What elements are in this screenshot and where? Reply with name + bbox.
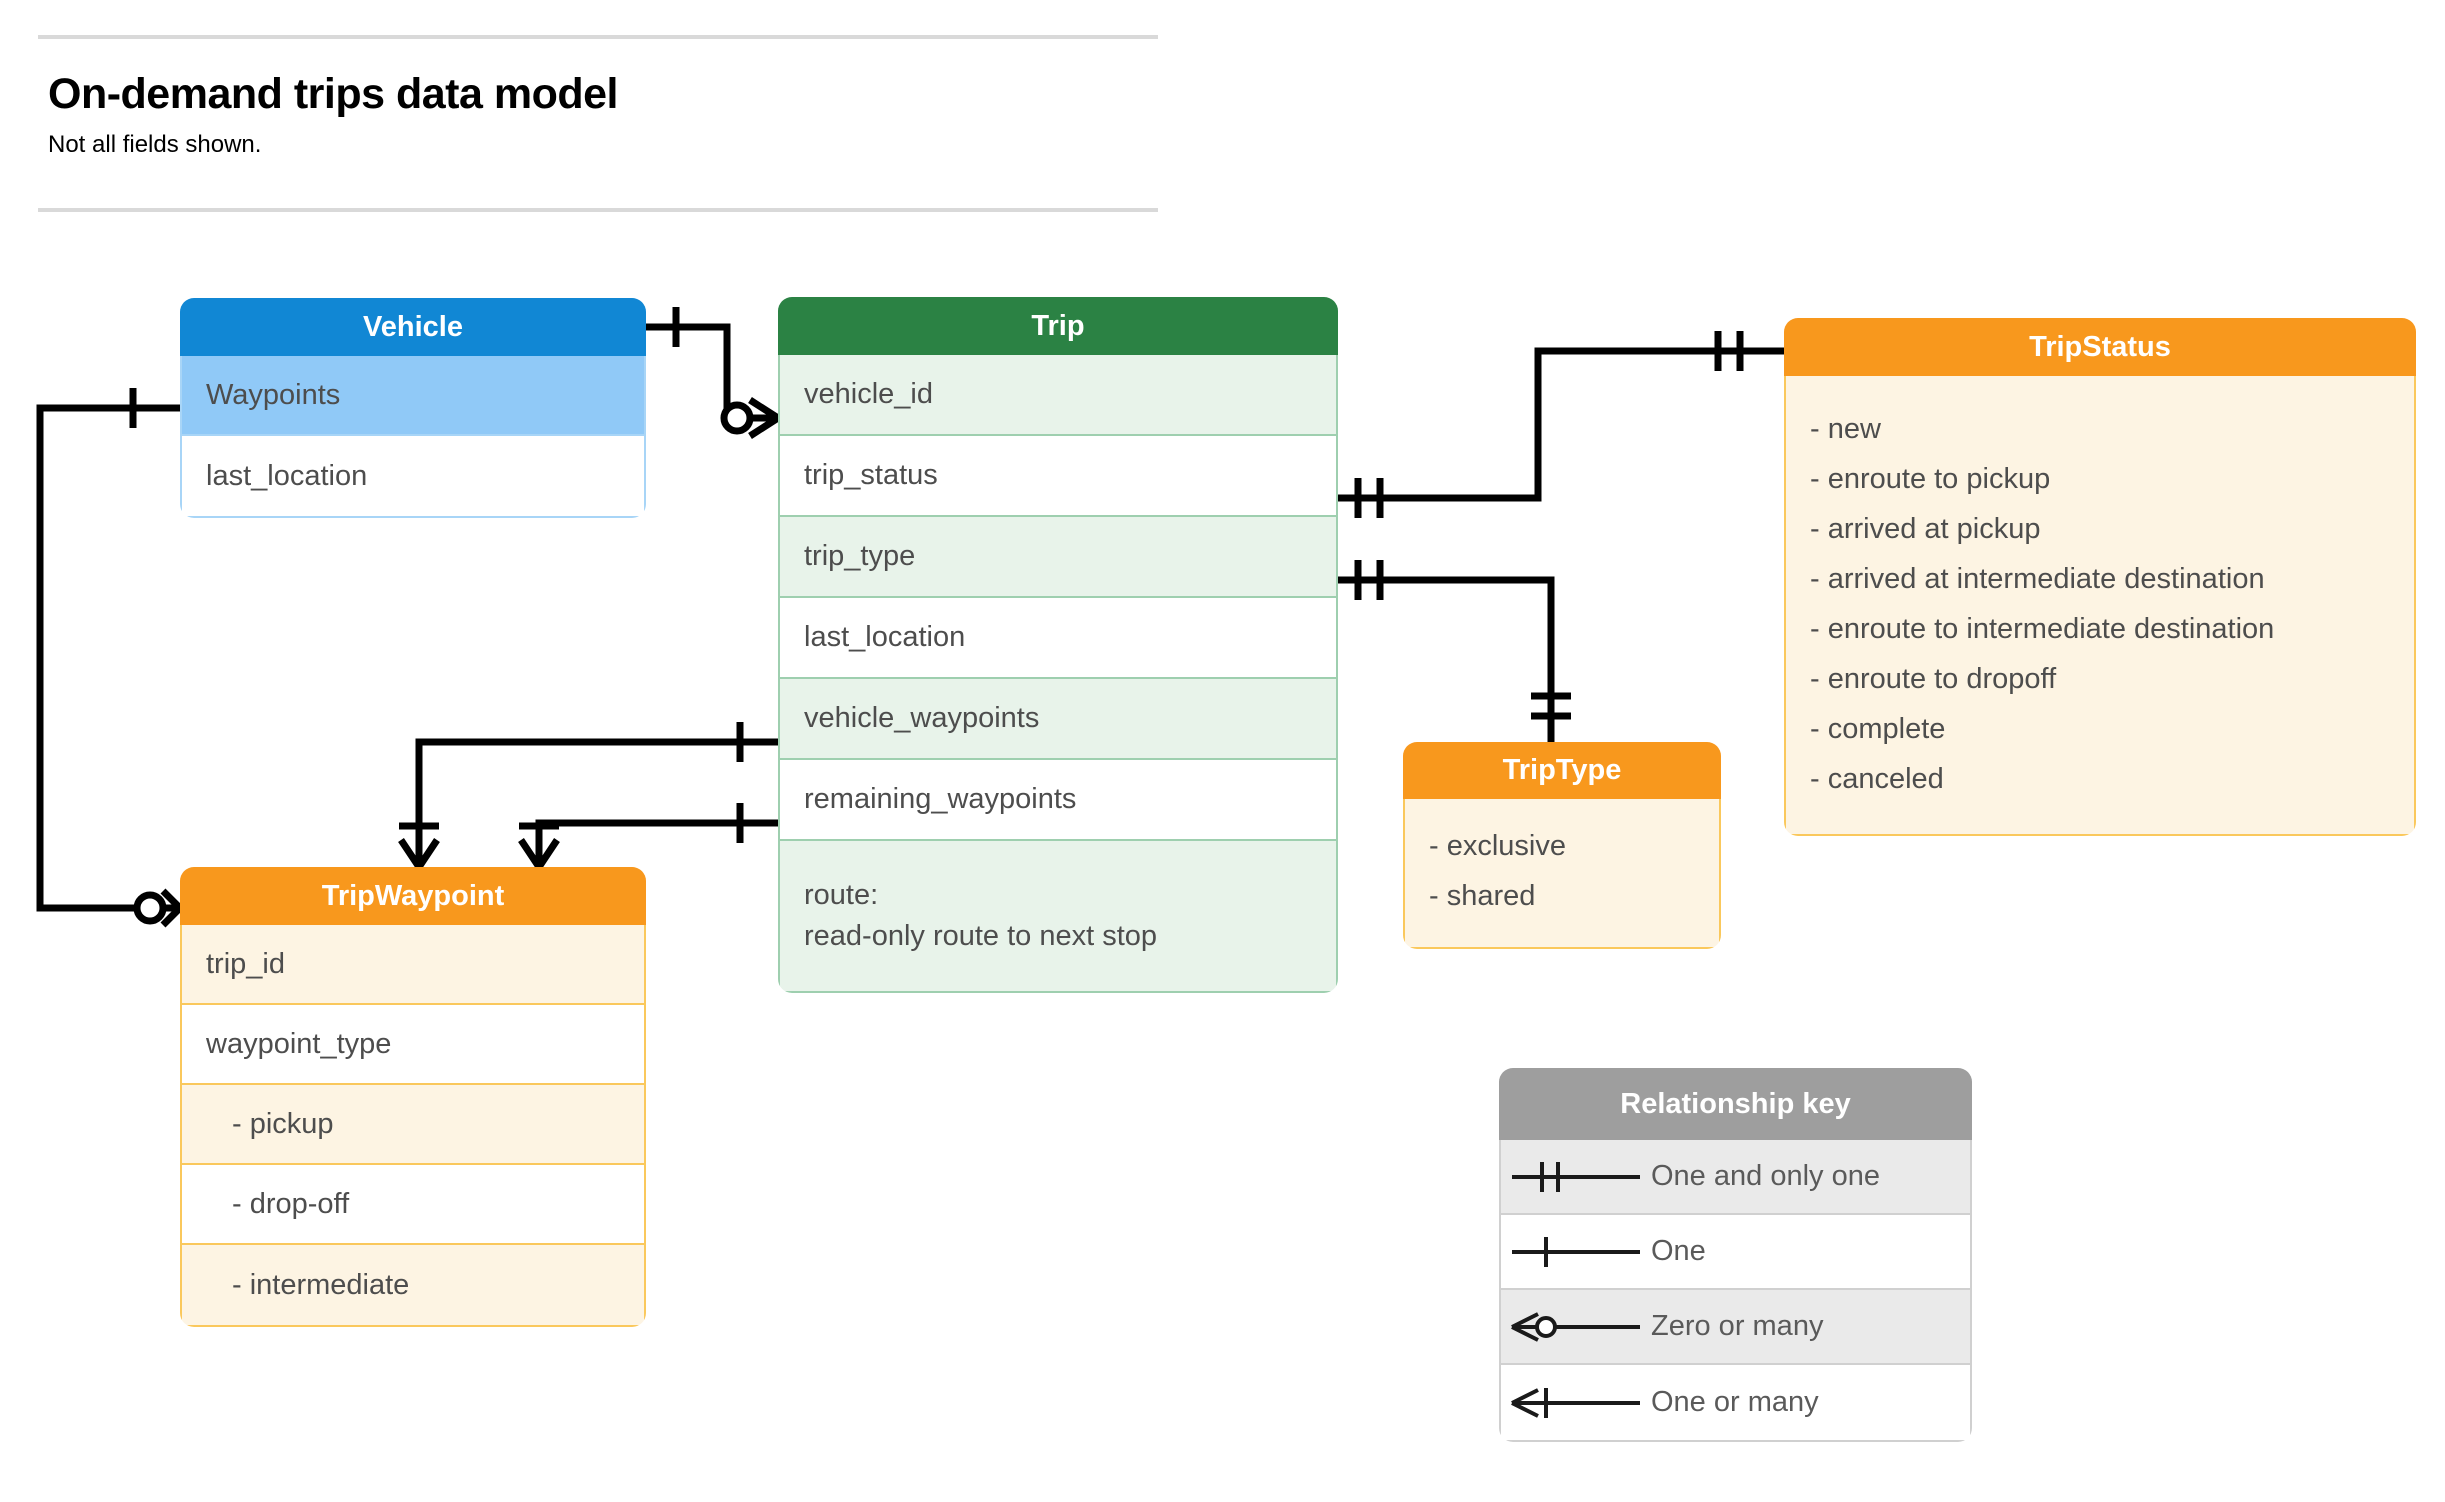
entity-trip-type[interactable]: TripType - exclusive - shared xyxy=(1403,742,1721,949)
field-row[interactable]: waypoint_type xyxy=(182,1005,644,1085)
legend-label: One and only one xyxy=(1651,1160,1880,1192)
enum-value: - drop-off xyxy=(182,1165,644,1245)
wire-trip-type xyxy=(1338,580,1551,742)
enum-value: - arrived at pickup xyxy=(1810,512,2041,545)
enum-value: - enroute to pickup xyxy=(1810,462,2051,495)
enum-value: - new xyxy=(1810,412,1881,445)
entity-trip-title: Trip xyxy=(778,297,1338,355)
entity-trip-waypoint-body: trip_id waypoint_type - pickup - drop-of… xyxy=(180,925,646,1327)
page-subtitle: Not all fields shown. xyxy=(48,131,262,158)
entity-trip-status-body: - new - enroute to pickup - arrived at p… xyxy=(1784,376,2416,836)
field-row[interactable]: vehicle_id xyxy=(780,355,1336,436)
wire-remaining-waypoints xyxy=(539,823,778,855)
legend-label: One xyxy=(1651,1235,1706,1267)
one-and-only-one-icon xyxy=(1501,1154,1651,1200)
field-row[interactable]: trip_status xyxy=(780,436,1336,517)
enum-value: - shared xyxy=(1429,879,1536,912)
entity-trip-type-body: - exclusive - shared xyxy=(1403,799,1721,949)
field-row[interactable]: Waypoints xyxy=(182,356,644,436)
one-icon xyxy=(1501,1229,1651,1275)
field-row[interactable]: trip_type xyxy=(780,517,1336,598)
field-row-route[interactable]: route: read-only route to next stop xyxy=(780,841,1336,991)
legend-row[interactable]: Zero or many xyxy=(1501,1290,1970,1365)
entity-trip-waypoint[interactable]: TripWaypoint trip_id waypoint_type - pic… xyxy=(180,867,646,1327)
header-rule-bottom xyxy=(38,208,1158,212)
entity-trip-type-title: TripType xyxy=(1403,742,1721,799)
route-label: route: xyxy=(804,878,879,911)
page-title: On-demand trips data model xyxy=(48,70,618,118)
entity-trip-status[interactable]: TripStatus - new - enroute to pickup - a… xyxy=(1784,318,2416,836)
enum-value: - arrived at intermediate destination xyxy=(1810,562,2265,595)
relationship-key-legend[interactable]: Relationship key One and only one xyxy=(1499,1068,1972,1442)
wire-waypoints-to-tripwaypoint xyxy=(40,408,180,908)
enum-value: - exclusive xyxy=(1429,829,1566,862)
field-row[interactable]: last_location xyxy=(780,598,1336,679)
legend-body: One and only one One xyxy=(1499,1140,1972,1442)
entity-trip-body: vehicle_id trip_status trip_type last_lo… xyxy=(778,355,1338,993)
route-description: read-only route to next stop xyxy=(804,920,1158,952)
entity-vehicle-title: Vehicle xyxy=(180,298,646,356)
entity-vehicle-body: Waypoints last_location xyxy=(180,356,646,518)
field-row[interactable]: remaining_waypoints xyxy=(780,760,1336,841)
wire-vehicle-to-vehicle-id xyxy=(646,327,760,418)
legend-label: One or many xyxy=(1651,1386,1819,1418)
legend-title: Relationship key xyxy=(1499,1068,1972,1140)
zero-or-many-icon xyxy=(1501,1304,1651,1350)
one-or-many-icon xyxy=(1501,1380,1651,1426)
enum-value: - enroute to dropoff xyxy=(1810,662,2057,695)
legend-label: Zero or many xyxy=(1651,1310,1824,1342)
legend-row[interactable]: One xyxy=(1501,1215,1970,1290)
header-rule-top xyxy=(38,35,1158,39)
enum-value: - pickup xyxy=(182,1085,644,1165)
enum-value: - canceled xyxy=(1810,762,1944,795)
wire-vehicle-waypoints xyxy=(419,742,778,855)
field-row[interactable]: trip_id xyxy=(182,925,644,1005)
wire-trip-status xyxy=(1338,351,1784,498)
field-row[interactable]: last_location xyxy=(206,459,368,492)
legend-row[interactable]: One and only one xyxy=(1501,1140,1970,1215)
enum-value: - intermediate xyxy=(182,1245,644,1325)
entity-trip[interactable]: Trip vehicle_id trip_status trip_type la… xyxy=(778,297,1338,993)
enum-value: - complete xyxy=(1810,712,1946,745)
entity-vehicle[interactable]: Vehicle Waypoints last_location xyxy=(180,298,646,518)
entity-trip-status-title: TripStatus xyxy=(1784,318,2416,376)
legend-row[interactable]: One or many xyxy=(1501,1365,1970,1440)
field-row[interactable]: vehicle_waypoints xyxy=(780,679,1336,760)
enum-value: - enroute to intermediate destination xyxy=(1810,612,2275,645)
entity-trip-waypoint-title: TripWaypoint xyxy=(180,867,646,925)
